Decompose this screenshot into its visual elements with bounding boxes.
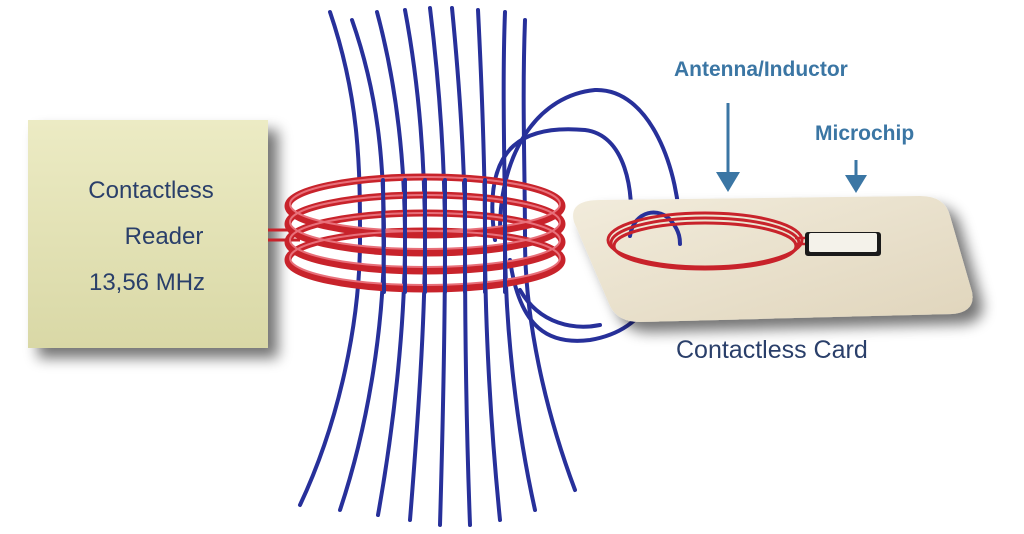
microchip <box>805 232 881 256</box>
reader-label: Contactless Reader 13,56 MHz <box>36 168 258 306</box>
microchip-label: Microchip <box>815 122 915 145</box>
microchip-arrow <box>845 160 867 193</box>
antenna-arrow <box>716 103 740 192</box>
antenna-label: Antenna/Inductor <box>674 58 848 81</box>
reader-frequency: 13,56 MHz <box>88 269 206 296</box>
reader-label-line1: Contactless <box>88 177 214 204</box>
reader-label-line2: Reader <box>124 223 204 250</box>
reader-box <box>28 120 268 348</box>
card-label: Contactless Card <box>676 336 868 364</box>
magnetic-field-lines-front <box>381 178 507 294</box>
